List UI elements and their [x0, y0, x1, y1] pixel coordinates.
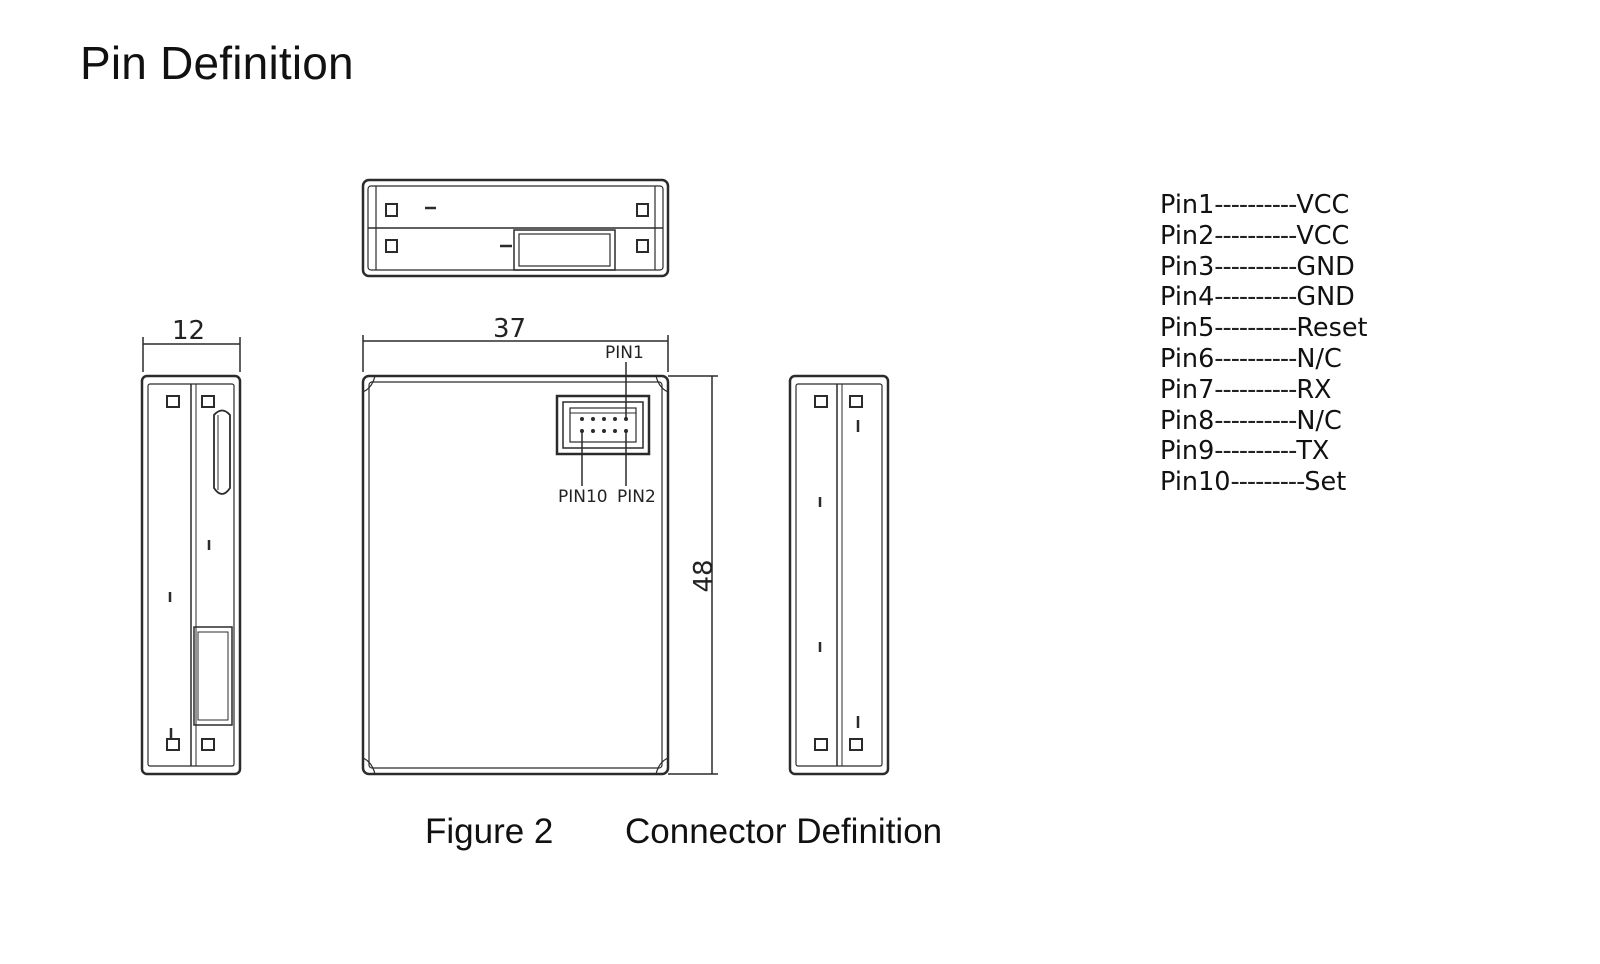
pin-leader: ----------: [1214, 405, 1297, 436]
pin-number: Pin7: [1160, 374, 1215, 405]
pin-number: Pin4: [1160, 282, 1215, 313]
pin-leader: ----------: [1214, 190, 1297, 220]
pin-function: TX: [1296, 436, 1330, 467]
dimension-side-width: 12: [172, 316, 205, 346]
connector-label-pin10: PIN10: [558, 487, 608, 507]
pin-leader: ----------: [1214, 436, 1297, 467]
pin-row: Pin10---------Set: [1160, 467, 1368, 498]
dimension-height: 48: [689, 559, 719, 592]
pin-number: Pin10: [1160, 467, 1231, 498]
pin-row: Pin4----------GND: [1160, 282, 1368, 313]
figure-title: Connector Definition: [625, 812, 943, 851]
dimension-front-width: 37: [493, 314, 526, 344]
pin-function: GND: [1296, 251, 1355, 282]
pin-row: Pin6----------N/C: [1160, 344, 1368, 375]
pin-number: Pin9: [1160, 436, 1215, 467]
pin-number: Pin3: [1160, 251, 1215, 282]
pin-function: N/C: [1296, 343, 1342, 374]
pin-leader: ----------: [1214, 313, 1297, 344]
pin-row: Pin5----------Reset: [1160, 313, 1368, 344]
right-side-view: [788, 374, 890, 776]
figure-number: Figure 2: [425, 812, 554, 851]
pin-leader: ----------: [1214, 251, 1297, 282]
pin-row: Pin8----------N/C: [1160, 406, 1368, 437]
pin-function: Set: [1304, 467, 1347, 498]
pin-number: Pin6: [1160, 343, 1215, 374]
pin-function: N/C: [1296, 405, 1342, 436]
pin-leader: ----------: [1214, 374, 1297, 405]
pin-function: GND: [1296, 282, 1355, 313]
pin-row: Pin1----------VCC: [1160, 190, 1368, 221]
top-view: [361, 178, 670, 278]
pin-function: Reset: [1296, 313, 1368, 344]
pin-row: Pin3----------GND: [1160, 252, 1368, 283]
pin-leader: ----------: [1214, 282, 1297, 313]
left-side-view: 12: [140, 316, 242, 776]
page-title: Pin Definition: [80, 37, 354, 89]
pin-function: RX: [1296, 374, 1332, 405]
pin-number: Pin1: [1160, 190, 1215, 220]
pin-function: VCC: [1296, 220, 1350, 251]
connector-label-pin1: PIN1: [605, 343, 644, 363]
front-view: 37 PIN1 PIN10 PIN2: [361, 314, 719, 776]
connector-label-pin2: PIN2: [617, 487, 656, 507]
pin-leader: ---------: [1230, 467, 1306, 498]
pin-leader: ----------: [1214, 220, 1297, 251]
pin-row: Pin2----------VCC: [1160, 221, 1368, 252]
pin-row: Pin9----------TX: [1160, 436, 1368, 467]
pin-leader: ----------: [1214, 343, 1297, 374]
pin-number: Pin5: [1160, 313, 1215, 344]
pin-number: Pin8: [1160, 405, 1215, 436]
pin-number: Pin2: [1160, 220, 1215, 251]
pin-function: VCC: [1296, 190, 1350, 220]
pin-row: Pin7----------RX: [1160, 375, 1368, 406]
